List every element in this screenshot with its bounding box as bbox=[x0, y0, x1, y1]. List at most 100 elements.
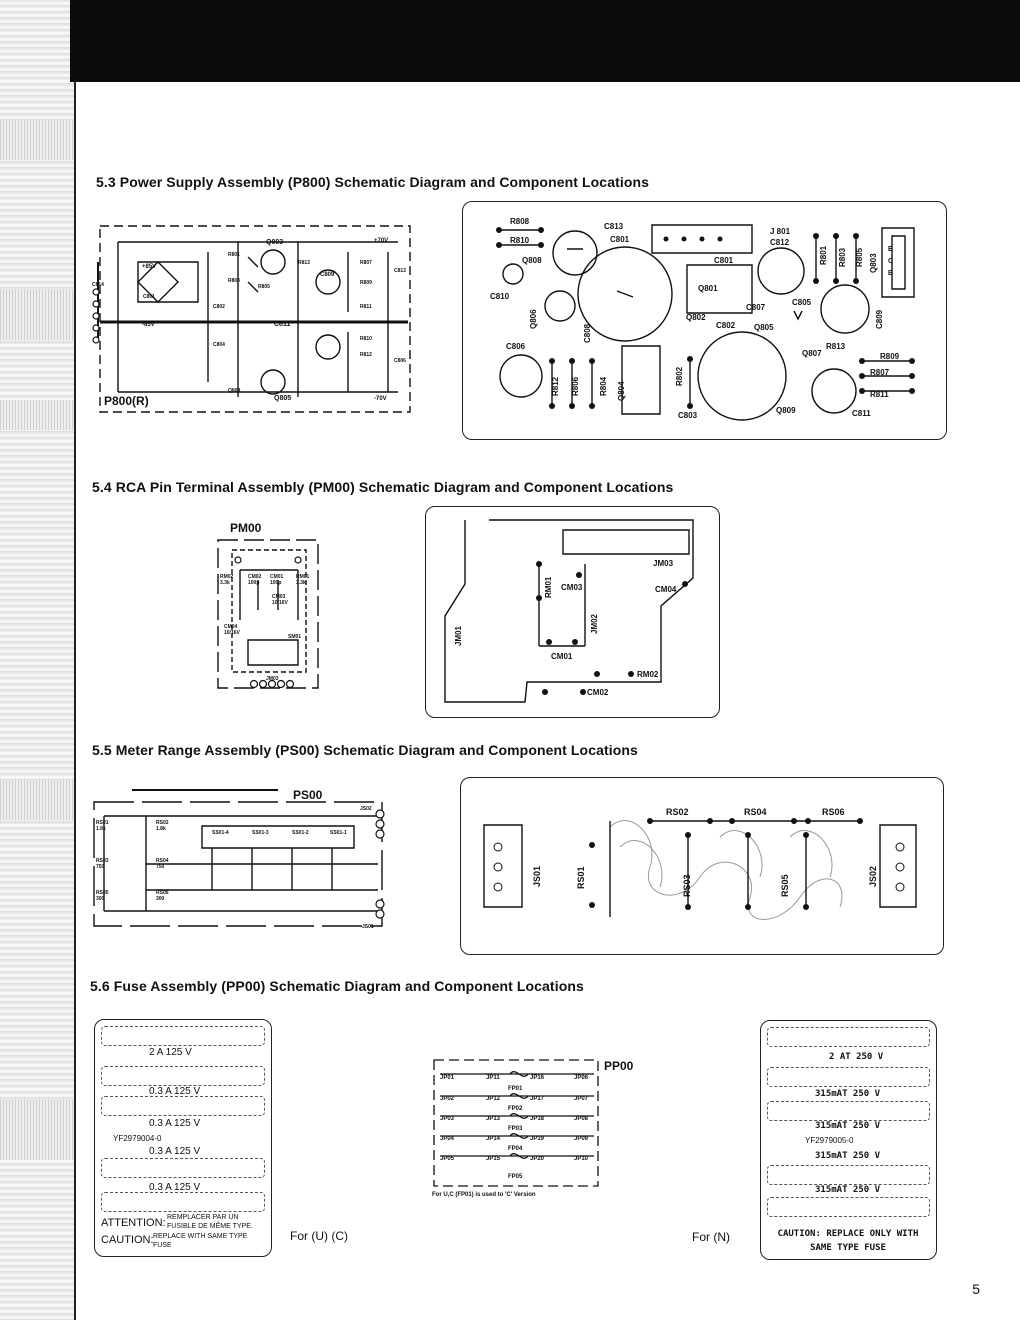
svg-text:R801: R801 bbox=[819, 245, 828, 265]
svg-text:RS04: RS04 bbox=[156, 858, 169, 864]
fuse-rating: 315mAT 250 V bbox=[815, 1185, 881, 1195]
svg-text:R812: R812 bbox=[360, 352, 372, 358]
svg-text:FP02: FP02 bbox=[508, 1106, 523, 1112]
svg-text:FP03: FP03 bbox=[508, 1126, 523, 1132]
fuse-part-number: YF2979004-0 bbox=[113, 1134, 162, 1143]
fuse-row bbox=[101, 1026, 265, 1046]
svg-text:JP05: JP05 bbox=[440, 1156, 455, 1162]
svg-text:R811: R811 bbox=[360, 304, 372, 310]
svg-text:RS01: RS01 bbox=[96, 820, 109, 826]
fuse-row bbox=[101, 1192, 265, 1212]
svg-text:Q803: Q803 bbox=[869, 253, 878, 273]
svg-text:C814: C814 bbox=[92, 282, 104, 288]
svg-text:B: B bbox=[888, 270, 893, 277]
svg-text:JP02: JP02 bbox=[440, 1096, 455, 1102]
svg-text:R807: R807 bbox=[870, 368, 890, 377]
svg-text:RS06: RS06 bbox=[822, 807, 845, 817]
svg-text:R805: R805 bbox=[855, 247, 864, 267]
svg-text:JM02: JM02 bbox=[590, 613, 599, 634]
fuse-row bbox=[101, 1096, 265, 1116]
svg-text:C807: C807 bbox=[746, 303, 766, 312]
svg-text:C813: C813 bbox=[604, 222, 624, 231]
fuse-rating: 0.3 A 125 V bbox=[149, 1146, 201, 1157]
svg-text:C809: C809 bbox=[875, 309, 884, 329]
fuse-row bbox=[101, 1066, 265, 1086]
pp00-schematic: PP00 JP01 JP11 JP16 FP01 JP06 JP02 JP12 … bbox=[432, 1059, 634, 1198]
svg-text:JP06: JP06 bbox=[574, 1075, 589, 1081]
fuse-card-n: 2 AT 250 V 315mAT 250 V 315mAT 250 V YF2… bbox=[760, 1020, 937, 1260]
svg-text:R803: R803 bbox=[228, 278, 240, 284]
page-header-bar bbox=[70, 0, 1020, 82]
svg-text:C812: C812 bbox=[770, 238, 790, 247]
svg-text:100p: 100p bbox=[248, 580, 259, 586]
svg-text:CM04: CM04 bbox=[655, 585, 677, 594]
svg-text:SS01-4: SS01-4 bbox=[212, 830, 229, 836]
fuse-rating: 315mAT 250 V bbox=[815, 1151, 881, 1161]
svg-text:Q802: Q802 bbox=[686, 313, 706, 322]
svg-text:JP07: JP07 bbox=[574, 1096, 589, 1102]
svg-text:JS01: JS01 bbox=[362, 924, 374, 930]
svg-text:JP15: JP15 bbox=[486, 1156, 501, 1162]
pp00-board-label: PP00 bbox=[604, 1059, 634, 1073]
attention-label: ATTENTION: bbox=[101, 1217, 166, 1229]
svg-text:C810: C810 bbox=[490, 292, 510, 301]
svg-text:Q804: Q804 bbox=[617, 381, 626, 401]
svg-text:JP17: JP17 bbox=[530, 1096, 545, 1102]
svg-text:JP13: JP13 bbox=[486, 1116, 501, 1122]
svg-text:Q808: Q808 bbox=[522, 256, 542, 265]
svg-text:RS05: RS05 bbox=[96, 890, 109, 896]
svg-text:1.8k: 1.8k bbox=[156, 826, 166, 832]
svg-text:FP01: FP01 bbox=[508, 1086, 523, 1092]
svg-text:R812: R812 bbox=[551, 376, 560, 396]
svg-text:RM01: RM01 bbox=[544, 576, 553, 598]
svg-text:R813: R813 bbox=[298, 260, 310, 266]
fuse-row bbox=[101, 1158, 265, 1178]
svg-text:C811: C811 bbox=[852, 409, 871, 418]
svg-text:300: 300 bbox=[96, 896, 105, 902]
svg-text:JS01: JS01 bbox=[532, 866, 542, 887]
svg-text:C813: C813 bbox=[394, 268, 406, 274]
svg-text:R810: R810 bbox=[510, 236, 530, 245]
svg-text:JP16: JP16 bbox=[530, 1075, 545, 1081]
svg-text:RS05: RS05 bbox=[780, 874, 790, 897]
svg-text:C808: C808 bbox=[583, 323, 592, 343]
svg-text:JP11: JP11 bbox=[486, 1075, 500, 1081]
caution-text: CAUTION: REPLACE ONLY WITH SAME TYPE FUS… bbox=[777, 1229, 919, 1253]
caption-for-uc: For (U) (C) bbox=[290, 1229, 348, 1243]
svg-text:C802: C802 bbox=[213, 304, 225, 310]
svg-text:RM02: RM02 bbox=[220, 574, 234, 580]
fuse-row bbox=[767, 1165, 930, 1185]
svg-text:JP09: JP09 bbox=[574, 1136, 589, 1142]
svg-text:C: C bbox=[888, 258, 893, 265]
svg-text:R809: R809 bbox=[360, 280, 372, 286]
svg-text:JP19: JP19 bbox=[530, 1136, 545, 1142]
caption-for-n: For (N) bbox=[692, 1230, 730, 1244]
svg-text:E: E bbox=[888, 246, 893, 253]
svg-text:Q801: Q801 bbox=[698, 284, 718, 293]
svg-text:3.3k: 3.3k bbox=[296, 580, 306, 586]
caution-text: REPLACE WITH SAME TYPE FUSE bbox=[153, 1233, 248, 1249]
fuse-rating: 0.3 A 125 V bbox=[149, 1118, 201, 1129]
attention-text: REMPLACER PAR UN FUSIBLE DE MÊME TYPE. bbox=[167, 1214, 253, 1230]
fuse-part-number: YF2979005-0 bbox=[805, 1136, 854, 1145]
ps00-component-layout: RS02 RS04 RS06 JS01 RS01 RS03 RS05 JS02 bbox=[483, 807, 917, 920]
svg-text:JM03: JM03 bbox=[653, 559, 674, 568]
svg-text:+70V: +70V bbox=[374, 238, 388, 244]
svg-text:CM01: CM01 bbox=[270, 574, 284, 580]
svg-text:Q807: Q807 bbox=[802, 349, 822, 358]
svg-text:R805: R805 bbox=[258, 284, 270, 290]
svg-text:JP14: JP14 bbox=[486, 1136, 501, 1142]
svg-text:CM02: CM02 bbox=[248, 574, 262, 580]
svg-text:J 801: J 801 bbox=[770, 227, 791, 236]
svg-text:CM03: CM03 bbox=[561, 583, 583, 592]
svg-text:Q803: Q803 bbox=[266, 239, 283, 246]
svg-text:FP04: FP04 bbox=[508, 1146, 523, 1152]
svg-text:10/16V: 10/16V bbox=[272, 600, 289, 606]
svg-text:R808: R808 bbox=[510, 217, 530, 226]
svg-text:CM04: CM04 bbox=[224, 624, 238, 630]
ps00-board-label: PS00 bbox=[293, 788, 323, 802]
section-5-3-title: 5.3 Power Supply Assembly (P800) Schemat… bbox=[96, 174, 650, 190]
svg-text:C802: C802 bbox=[716, 321, 736, 330]
pp00-note: For U,C (FP01) is used to 'C' Version bbox=[432, 1192, 536, 1198]
svg-text:C811: C811 bbox=[274, 321, 290, 328]
